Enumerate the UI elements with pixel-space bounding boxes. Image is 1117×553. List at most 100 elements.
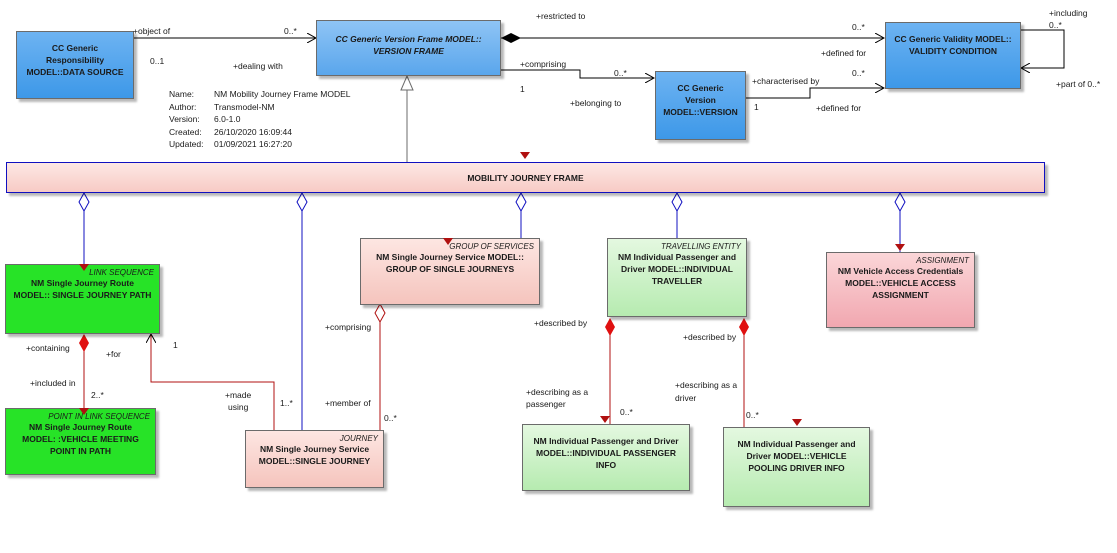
stereotype-label: ASSIGNMENT <box>916 256 969 265</box>
role-label: +belonging to <box>570 98 622 108</box>
class-marker-icon <box>600 416 610 423</box>
single-journey-class[interactable]: JOURNEY NM Single Journey Service MODEL:… <box>245 430 384 488</box>
multiplicity-label: 0..* <box>620 407 633 417</box>
aggregation-diamond <box>78 191 90 213</box>
role-label: +dealing with <box>233 61 283 71</box>
meta-value: 01/09/2021 16:27:20 <box>214 139 292 149</box>
aggregation-diamond <box>296 191 308 213</box>
class-name: CC Generic Version Frame MODEL:: VERSION… <box>335 34 482 56</box>
role-label: +including <box>1049 8 1088 18</box>
multiplicity-label: 1 <box>173 340 178 350</box>
meta-value: 26/10/2020 16:09:44 <box>214 126 292 137</box>
frame-marker-icon <box>520 152 530 159</box>
version-class[interactable]: CC Generic Version MODEL::VERSION <box>655 71 746 140</box>
meta-key: Version: <box>169 114 200 124</box>
comprising-version-connector <box>501 70 654 78</box>
role-label: using <box>228 402 249 412</box>
multiplicity-label: 0..* <box>614 68 627 78</box>
aggregation-diamond <box>671 191 683 213</box>
multiplicity-label: 0..* <box>746 410 759 420</box>
meta-value: NM Mobility Journey Frame MODEL <box>214 89 351 99</box>
role-label: +described by <box>534 318 588 328</box>
class-name: NM Single Journey Service MODEL::SINGLE … <box>258 444 371 466</box>
vehicle-access-assignment-class[interactable]: ASSIGNMENT NM Vehicle Access Credentials… <box>826 252 975 328</box>
role-label: +for <box>106 349 121 359</box>
stereotype-label: JOURNEY <box>339 434 378 443</box>
role-label: +described by <box>683 332 737 342</box>
validity-condition-class[interactable]: CC Generic Validity MODEL:: VALIDITY CON… <box>885 22 1021 89</box>
class-name: MOBILITY JOURNEY FRAME <box>467 173 584 183</box>
multiplicity-label: 1 <box>754 102 759 112</box>
multiplicity-label: 1 <box>520 84 525 94</box>
role-label: +made <box>225 390 252 400</box>
multiplicity-label: 1..* <box>280 398 293 408</box>
stereotype-label: LINK SEQUENCE <box>89 268 154 277</box>
stereotype-label: POINT IN LINK SEQUENCE <box>48 412 150 421</box>
role-label: +characterised by <box>752 76 820 86</box>
class-marker-icon <box>79 264 89 271</box>
for-connector <box>151 334 275 430</box>
vehicle-meeting-point-class[interactable]: POINT IN LINK SEQUENCE NM Single Journey… <box>5 408 156 475</box>
class-name: NM Single Journey Route MODEL:: SINGLE J… <box>13 278 152 300</box>
role-label: +describing as a <box>526 387 589 397</box>
role-label: driver <box>675 393 697 403</box>
role-label: +describing as a <box>675 380 738 390</box>
composition-diamond <box>79 334 89 352</box>
class-name: CC Generic Validity MODEL:: VALIDITY CON… <box>894 34 1012 56</box>
class-name: NM Vehicle Access Credentials MODEL::VEH… <box>837 266 964 300</box>
version-frame-class[interactable]: CC Generic Version Frame MODEL:: VERSION… <box>316 20 501 76</box>
role-label: +defined for <box>816 103 862 113</box>
class-name: NM Individual Passenger and Driver MODEL… <box>533 436 679 470</box>
data-source-class[interactable]: CC Generic Responsibility MODEL::DATA SO… <box>16 31 134 99</box>
meta-value: 6.0-1.0 <box>214 114 241 124</box>
multiplicity-label: 0..1 <box>150 56 165 66</box>
aggregation-diamond <box>515 191 527 213</box>
class-marker-icon <box>79 408 89 415</box>
composition-diamond <box>739 318 749 336</box>
class-name: NM Individual Passenger and Driver MODEL… <box>617 252 737 286</box>
class-marker-icon <box>895 244 905 251</box>
group-of-single-journeys-class[interactable]: GROUP OF SERVICES NM Single Journey Serv… <box>360 238 540 305</box>
aggregation-diamond <box>374 302 386 324</box>
role-label: +defined for <box>821 48 867 58</box>
stereotype-label: GROUP OF SERVICES <box>449 242 534 251</box>
role-label: +member of <box>325 398 371 408</box>
class-marker-icon <box>443 238 453 245</box>
multiplicity-label: 0..* <box>384 413 397 423</box>
class-name: CC Generic Version MODEL::VERSION <box>663 83 738 117</box>
role-label: +restricted to <box>536 11 586 21</box>
meta-key: Author: <box>169 101 197 112</box>
role-label: +comprising <box>325 322 372 332</box>
multiplicity-label: 0..* <box>852 22 865 32</box>
individual-traveller-class[interactable]: TRAVELLING ENTITY NM Individual Passenge… <box>607 238 747 317</box>
role-label: passenger <box>526 399 566 409</box>
role-label: +containing <box>26 343 70 353</box>
class-name: NM Individual Passenger and Driver MODEL… <box>737 439 856 473</box>
characterised-by-connector <box>746 88 884 99</box>
role-label: +comprising <box>520 59 567 69</box>
composition-diamond <box>605 318 615 336</box>
individual-passenger-info-class[interactable]: NM Individual Passenger and Driver MODEL… <box>522 424 690 491</box>
vehicle-pooling-driver-info-class[interactable]: NM Individual Passenger and Driver MODEL… <box>723 427 870 507</box>
model-metadata: Name: NM Mobility Journey Frame MODEL Aut… <box>169 88 351 151</box>
class-name: NM Single Journey Route MODEL: :VEHICLE … <box>22 422 139 456</box>
class-name: NM Single Journey Service MODEL:: GROUP … <box>376 252 524 274</box>
multiplicity-label: 0..* <box>284 26 297 36</box>
multiplicity-label: 2..* <box>91 390 104 400</box>
role-label: +included in <box>30 378 76 388</box>
meta-key: Name: <box>169 89 195 99</box>
including-self-loop <box>1021 29 1065 68</box>
role-label: +object of <box>133 26 171 36</box>
single-journey-path-class[interactable]: LINK SEQUENCE NM Single Journey Route MO… <box>5 264 160 334</box>
class-name: CC Generic Responsibility MODEL::DATA SO… <box>26 43 124 77</box>
multiplicity-label: 0..* <box>1049 20 1062 30</box>
mobility-journey-frame-class[interactable]: MOBILITY JOURNEY FRAME <box>6 162 1045 193</box>
composition-diamond <box>501 33 521 43</box>
stereotype-label: TRAVELLING ENTITY <box>660 242 741 251</box>
meta-value: Transmodel-NM <box>214 101 275 112</box>
meta-key: Created: <box>169 126 202 137</box>
role-label: +part of 0..* <box>1056 79 1101 89</box>
meta-key: Updated: <box>169 139 204 149</box>
aggregation-diamond <box>894 191 906 213</box>
